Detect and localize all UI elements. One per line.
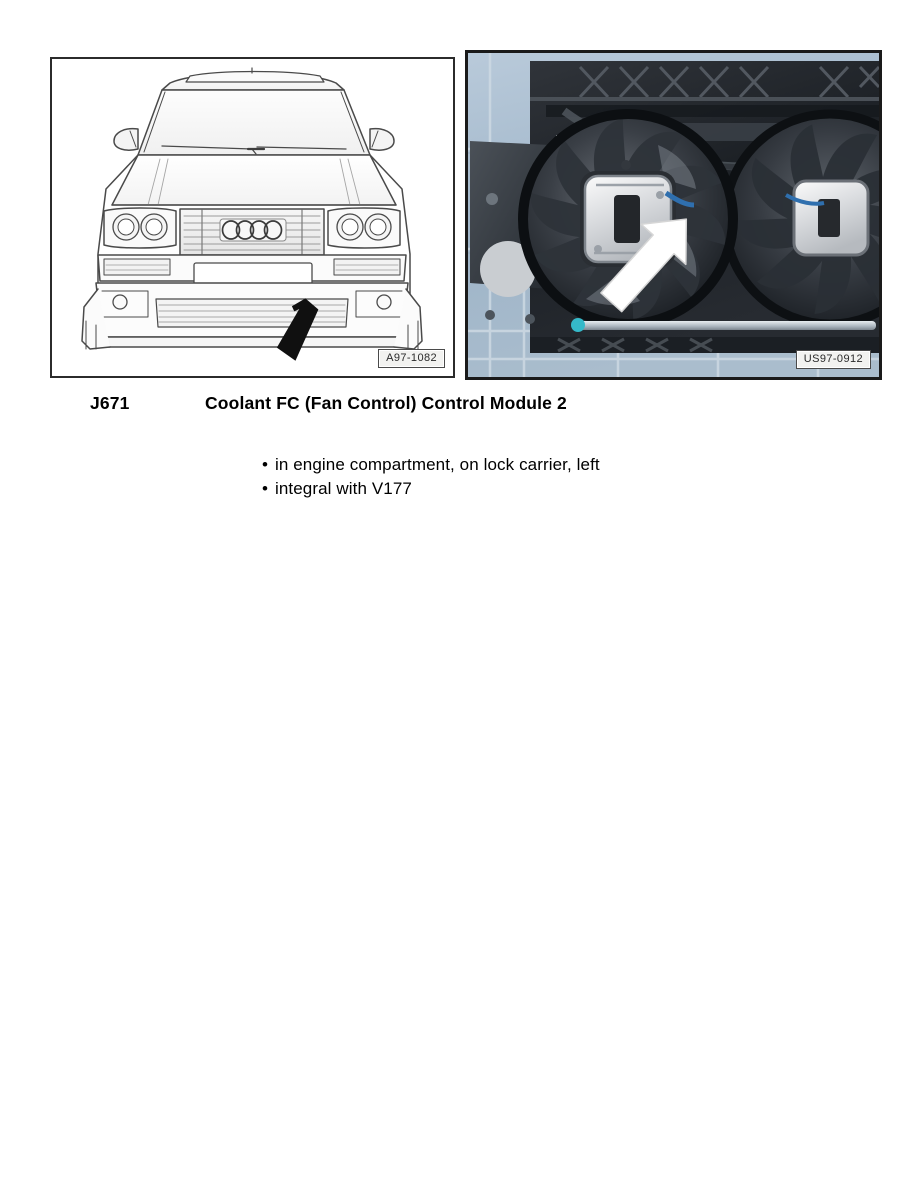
line-art-pointer-arrow	[276, 298, 319, 361]
list-item: • in engine compartment, on lock carrier,…	[262, 453, 600, 477]
figure-photo-panel: US97-0912	[465, 50, 882, 380]
list-item-label: integral with V177	[275, 479, 412, 498]
component-code: J671	[90, 393, 130, 413]
component-title: Coolant FC (Fan Control) Control Module …	[205, 393, 567, 413]
audi-front-view-line-drawing	[52, 59, 453, 376]
figure-row: A97-1082	[0, 0, 918, 382]
figure-line-art-panel: A97-1082	[50, 57, 455, 378]
photo-pointer-arrow	[600, 218, 688, 313]
cooling-fan-assembly-photo	[468, 53, 879, 377]
figure-caption-line-art: A97-1082	[378, 349, 445, 368]
figure-caption-photo: US97-0912	[795, 350, 871, 369]
component-notes-list: • in engine compartment, on lock carrier,…	[262, 453, 600, 501]
list-item-label: in engine compartment, on lock carrier, …	[275, 455, 600, 474]
list-item: • integral with V177	[262, 477, 600, 501]
bullet-glyph-icon: •	[262, 455, 269, 474]
bullet-glyph-icon: •	[262, 479, 269, 498]
